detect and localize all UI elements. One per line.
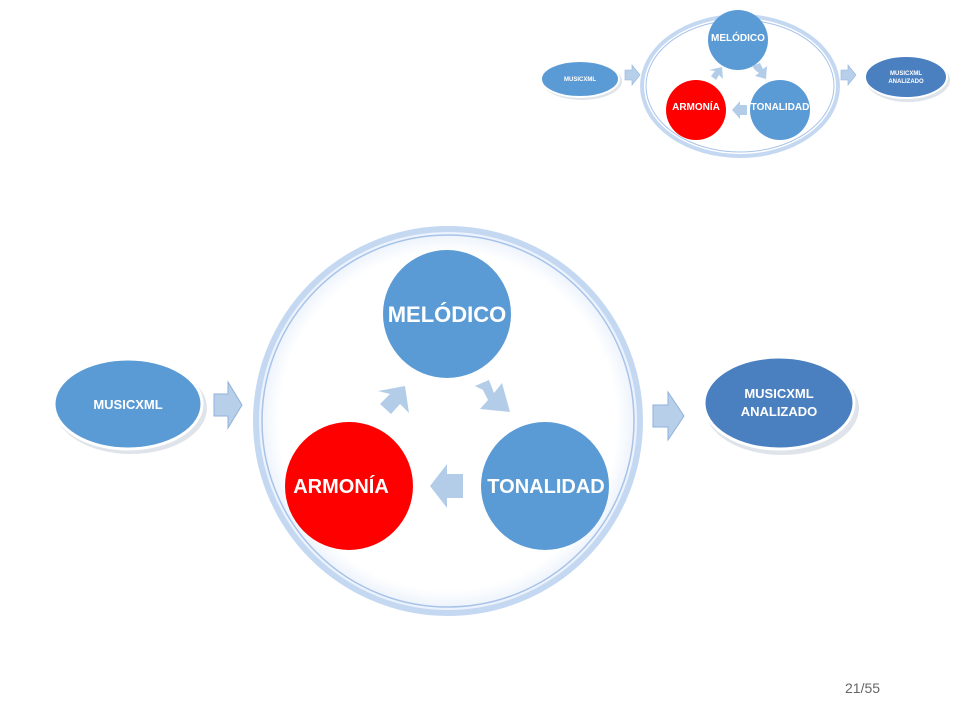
armonia-label: ARMONÍA xyxy=(293,475,389,498)
cycle-arrow-tonalidad-armonia xyxy=(430,464,463,508)
melodico-label: MELÓDICO xyxy=(388,302,507,327)
thumbnail-melodico-label: MELÓDICO xyxy=(711,31,765,44)
thumbnail-output-arrow xyxy=(840,64,857,86)
thumbnail-melodico-node xyxy=(708,10,768,70)
main-diagram: MUSICXML MUSICXML ANALIZADO MELÓDICO TON… xyxy=(52,226,859,616)
thumbnail-cycle-arrow-1 xyxy=(752,63,767,79)
input-node: MUSICXML xyxy=(52,357,207,454)
input-arrow xyxy=(213,380,243,430)
thumbnail-armonia-label: ARMONÍA xyxy=(672,100,720,113)
page-number: 21/55 xyxy=(845,680,881,696)
thumbnail-output-label-line2: ANALIZADO xyxy=(888,79,924,85)
output-node: MUSICXML ANALIZADO xyxy=(702,355,859,455)
cycle-arrow-melodico-tonalidad xyxy=(475,380,510,412)
thumbnail-cycle-arrow-3 xyxy=(709,67,723,80)
output-node-label-line1: MUSICXML xyxy=(744,386,813,401)
thumbnail-input-node: MUSICXML xyxy=(540,60,622,100)
thumbnail-cycle-arrow-2 xyxy=(732,101,747,119)
melodico-node xyxy=(383,250,511,378)
thumbnail-tonalidad-node xyxy=(750,80,810,140)
input-node-label: MUSICXML xyxy=(93,397,162,412)
thumbnail-output-node: MUSICXML ANALIZADO xyxy=(864,55,950,102)
thumbnail-tonalidad-label: TONALIDAD xyxy=(751,102,810,113)
thumbnail-input-arrow xyxy=(624,64,641,86)
thumbnail-input-label: MUSICXML xyxy=(564,77,596,83)
thumbnail-output-label-line1: MUSICXML xyxy=(890,71,922,77)
thumbnail-diagram: MUSICXML MUSICXML ANALIZADO MELÓDICO TON… xyxy=(540,10,950,158)
tonalidad-node xyxy=(481,422,609,550)
tonalidad-label: TONALIDAD xyxy=(487,476,604,498)
output-arrow xyxy=(652,390,685,442)
cycle-arrow-armonia-melodico xyxy=(378,386,409,415)
output-node-label-line2: ANALIZADO xyxy=(741,404,818,419)
thumbnail-armonia-node xyxy=(666,80,726,140)
armonia-node xyxy=(285,422,413,550)
